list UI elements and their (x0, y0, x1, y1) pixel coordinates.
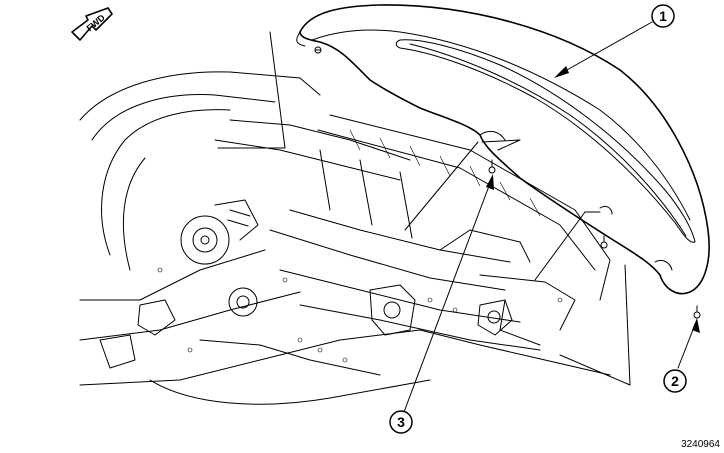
push-pin-icon (488, 159, 496, 174)
callout-leaders (403, 21, 700, 413)
callout-2: 2 (663, 369, 687, 393)
rear-fascia (296, 4, 710, 295)
callout-3: 3 (389, 410, 413, 434)
push-pin-icon (314, 46, 322, 54)
fasteners (314, 46, 701, 319)
push-pin-icon (600, 235, 608, 249)
figure-id-number: 3240964 (681, 439, 720, 450)
callout-3-number: 3 (397, 414, 405, 430)
callout-2-number: 2 (671, 373, 679, 389)
cutaway-frame (217, 31, 631, 386)
callout-1-number: 1 (659, 8, 667, 24)
screw-icon (693, 305, 701, 319)
fwd-direction-arrow: FWD (71, 7, 113, 41)
vehicle-underbody (79, 71, 611, 405)
callout-1: 1 (651, 4, 675, 28)
detail-holes (157, 267, 563, 363)
